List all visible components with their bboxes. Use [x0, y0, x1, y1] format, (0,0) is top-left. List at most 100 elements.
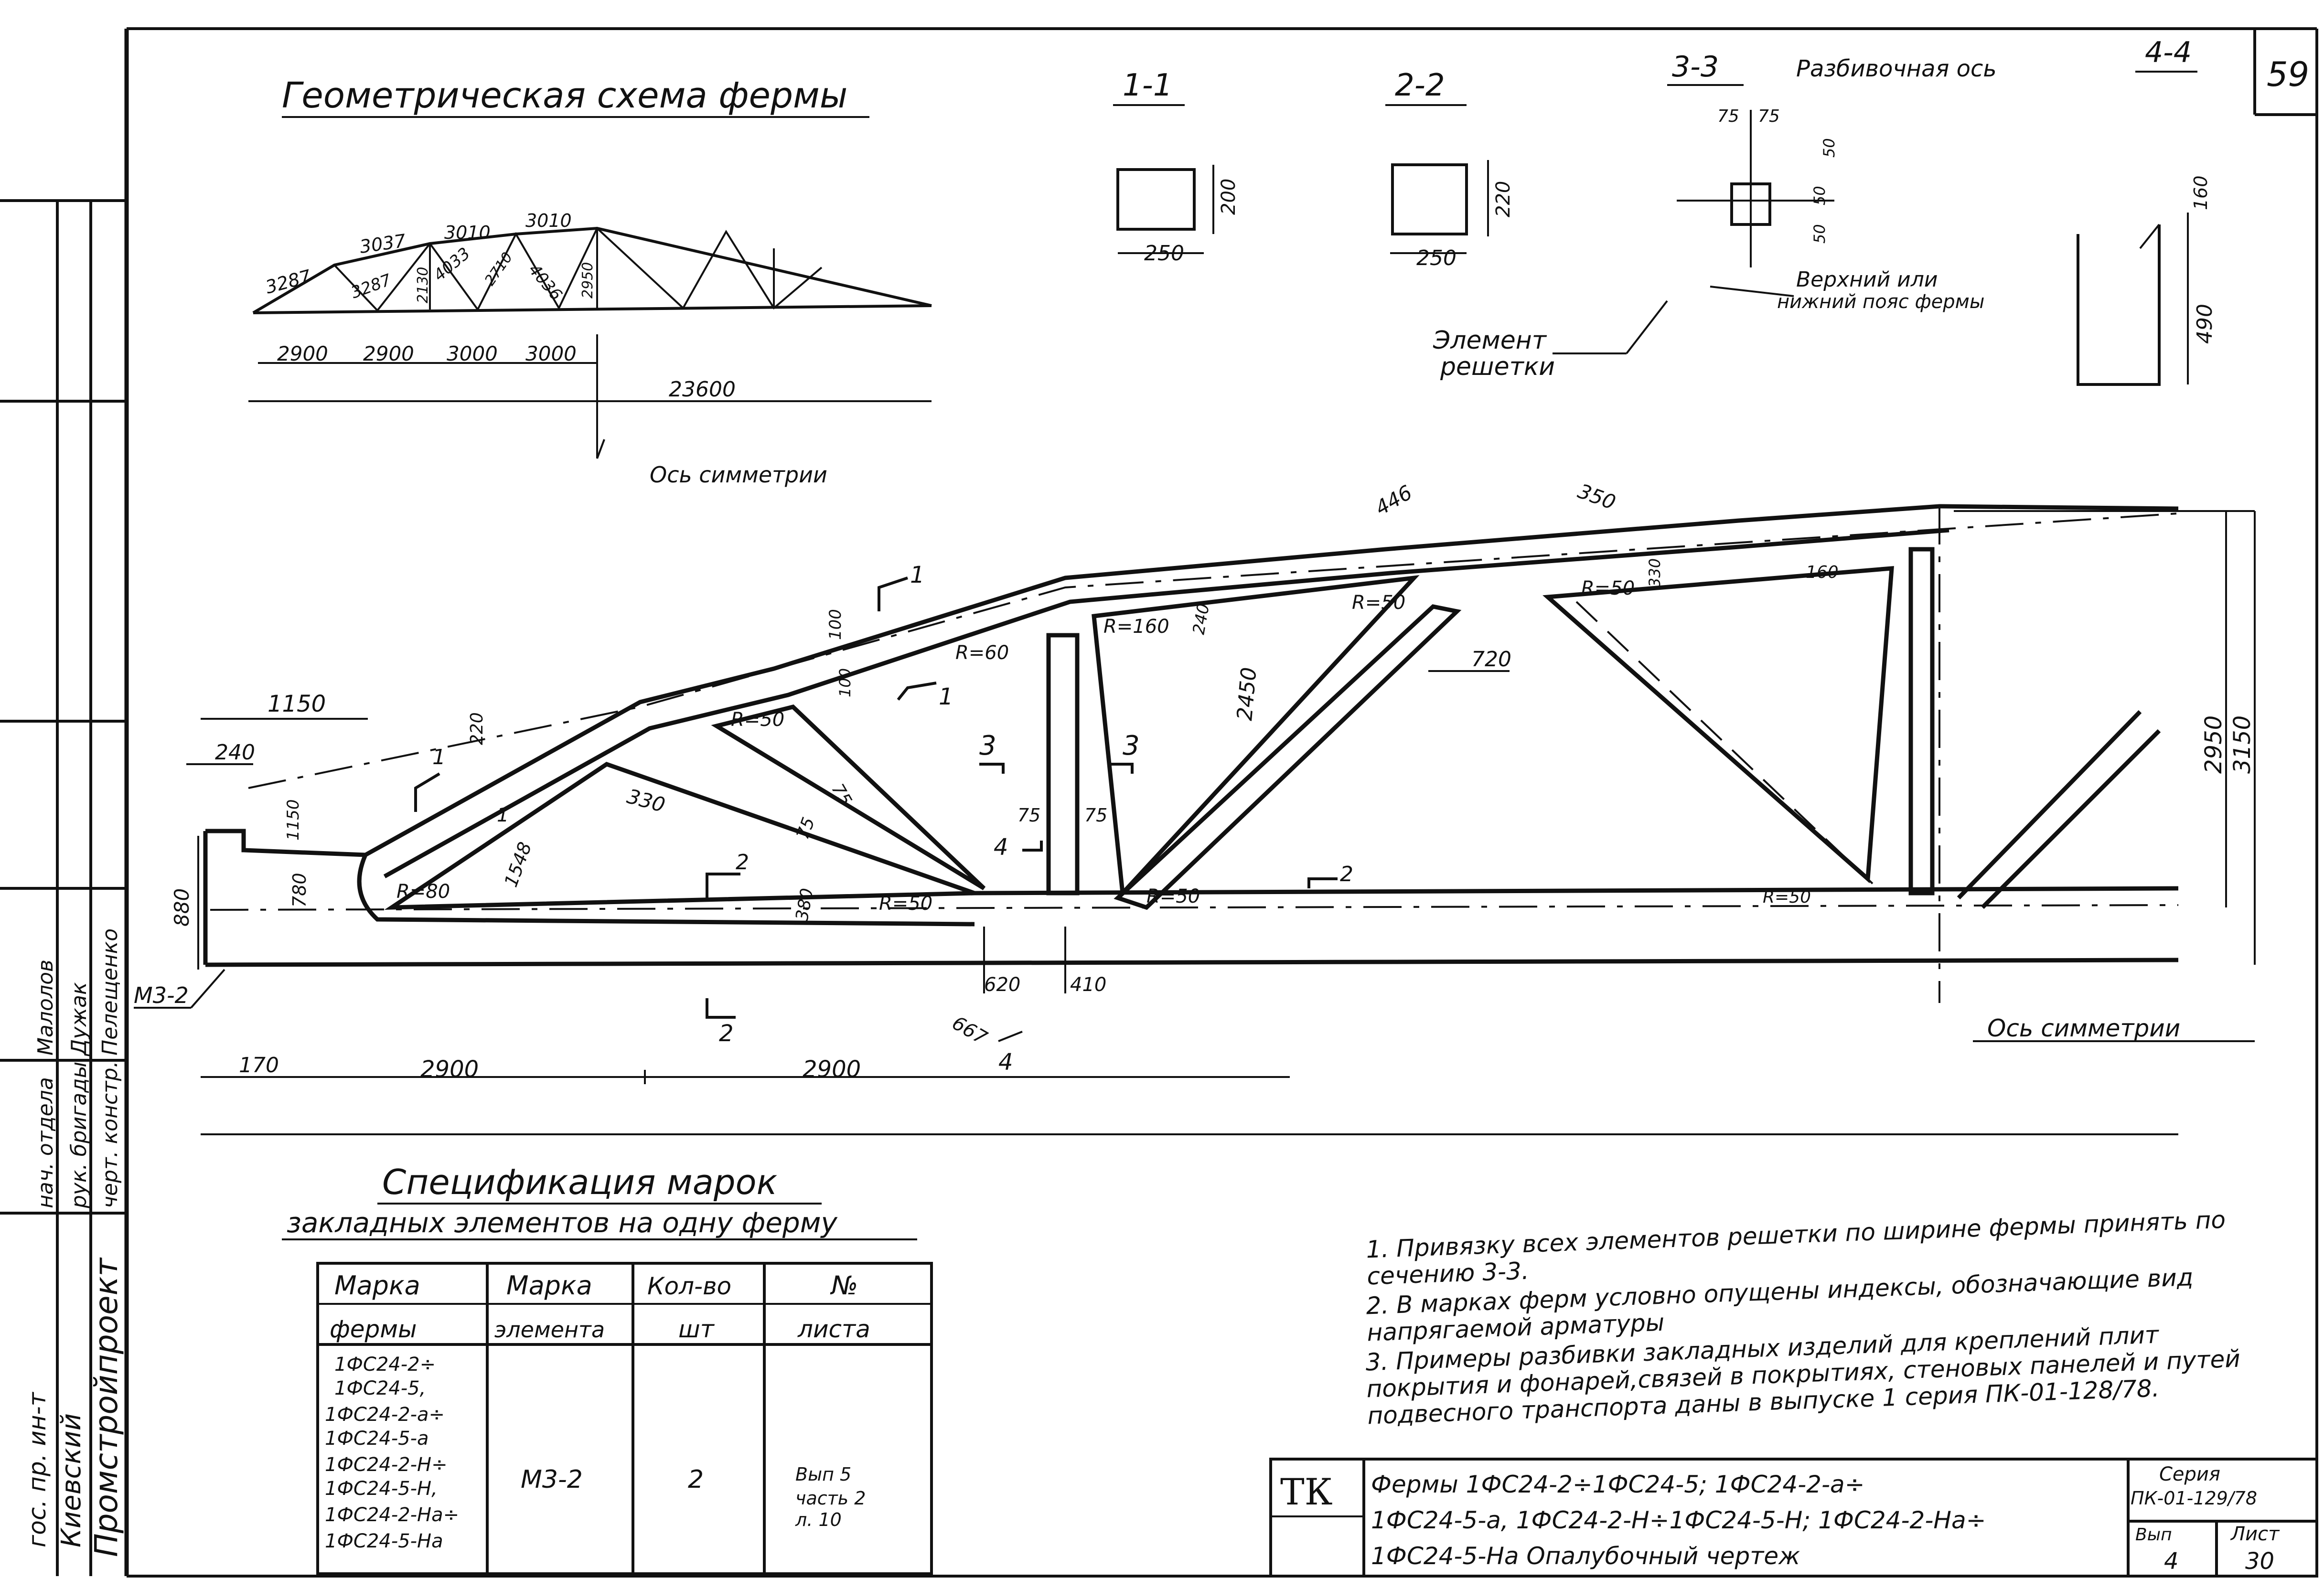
section-width: 250	[1416, 246, 1457, 270]
dim-160: 160	[1806, 563, 1839, 582]
geometry-scheme-title: Геометрическая схема фермы	[282, 75, 847, 116]
panel-dim: 3000	[525, 342, 577, 365]
spec-block: Спецификация марок закладных элементов н…	[282, 1162, 933, 1575]
section-mark: 3	[979, 730, 996, 761]
dim-2900-b: 2900	[803, 1056, 861, 1083]
member-label: 3037	[358, 230, 407, 257]
radius-label: R=50	[1146, 885, 1200, 907]
section-mark: 2	[1340, 862, 1353, 886]
dim-446: 446	[1371, 480, 1416, 520]
dim-75: 75	[1017, 805, 1040, 826]
radius-label: R=50	[1581, 577, 1635, 599]
dim-2900-a: 2900	[420, 1056, 479, 1083]
stamp-city: Киевский	[56, 1413, 87, 1547]
section-mark: 1	[910, 562, 925, 588]
spec-header: Марка	[506, 1270, 592, 1301]
drawing-frame	[0, 27, 2318, 1578]
dim-240-b: 240	[1189, 602, 1213, 636]
section-height: 200	[1218, 179, 1240, 215]
section-mark: 1	[497, 804, 509, 826]
dim-240: 240	[215, 740, 255, 765]
dim-2950: 2950	[2200, 715, 2227, 774]
section-dim: 50	[1810, 224, 1829, 244]
dim-75: 75	[1084, 805, 1107, 826]
quantity: 2	[688, 1465, 704, 1494]
span-dim: 23600	[669, 377, 736, 402]
title-line-1: Фермы 1ФС24-2÷1ФС24-5; 1ФС24-2-а÷	[1371, 1471, 1865, 1498]
truss-mark: 1ФС24-5-Н,	[325, 1478, 438, 1500]
sheet-ref: л. 10	[795, 1509, 842, 1530]
stamp-name-2: Дужак	[67, 982, 91, 1056]
series-label: Серия	[2159, 1463, 2220, 1485]
section-dim: 490	[2193, 304, 2217, 344]
section-mark: 4	[994, 834, 1008, 861]
radius-label: R=50	[731, 709, 784, 731]
section-note-2: нижний пояс фермы	[1777, 291, 1984, 313]
section-note-1: Верхний или	[1796, 267, 1938, 292]
section-mark: 4	[998, 1049, 1013, 1076]
section-mark: 1	[432, 745, 446, 769]
radius-label: R=80	[396, 881, 450, 903]
spec-header: шт	[678, 1315, 715, 1343]
title-line-2: 1ФС24-5-а, 1ФС24-2-Н÷1ФС24-5-Н; 1ФС24-2-…	[1371, 1506, 1986, 1534]
section-title: Разбивочная ось	[1796, 55, 1997, 82]
dim-880: 880	[170, 888, 193, 927]
geometry-scheme: Геометрическая схема фермы 3287 3037 301…	[248, 75, 932, 488]
dim-780: 780	[289, 873, 310, 907]
stamp-org: Промстройпроект	[88, 1257, 125, 1557]
sheet-ref: Вып 5	[795, 1464, 851, 1485]
sheet-label: Лист	[2230, 1523, 2280, 1545]
section-mark: 2	[736, 850, 749, 874]
panel-dim: 2900	[277, 342, 328, 365]
section-mark: 3	[1123, 730, 1140, 761]
section-2-2: 2-2 250 220	[1385, 68, 1514, 270]
member-label: 3010	[525, 210, 572, 231]
sheet-number: 59	[2267, 55, 2309, 94]
element-label-2: решетки	[1440, 352, 1555, 381]
issue-label: Вып	[2135, 1525, 2172, 1545]
symmetry-axis-label: Ось симметрии	[1987, 1014, 2180, 1042]
stamp-role-2: рук. бригады	[67, 1062, 91, 1209]
dim-75: 75	[827, 780, 855, 809]
member-label: 4033	[430, 244, 474, 285]
spec-header: элемента	[494, 1317, 605, 1343]
section-label: 1-1	[1123, 68, 1173, 103]
stamp-name-1: Пелещенко	[98, 928, 122, 1056]
stamp-name-3: Малолов	[33, 960, 58, 1056]
spec-title: Спецификация марок	[382, 1162, 777, 1202]
truss-mark: 1ФС24-5,	[334, 1377, 426, 1399]
truss-mark: 1ФС24-5-На	[325, 1530, 443, 1552]
dim-2450: 2450	[1232, 666, 1262, 722]
member-label: 4036	[525, 260, 566, 304]
section-dim: 160	[2190, 175, 2211, 210]
spec-header: Кол-во	[647, 1272, 731, 1300]
radius-label: R=50	[1352, 592, 1405, 614]
section-mark: 2	[719, 1020, 734, 1047]
dim-330: 330	[624, 784, 667, 817]
dim-170: 170	[239, 1053, 279, 1077]
dim-667: 667	[948, 1012, 991, 1049]
title-line-3: 1ФС24-5-На Опалубочный чертеж	[1371, 1542, 1800, 1570]
section-4-4: 4-4 160 490	[2077, 36, 2217, 386]
dim-330-b: 330	[1646, 558, 1664, 587]
spec-header: листа	[797, 1315, 870, 1343]
section-label: 2-2	[1395, 68, 1445, 103]
dim-620: 620	[984, 974, 1020, 996]
dim-3150: 3150	[2229, 715, 2256, 774]
embedded-mark-label: М3-2	[134, 982, 189, 1008]
truss-mark: 1ФС24-2÷	[334, 1354, 436, 1376]
dim-720: 720	[1471, 647, 1511, 672]
section-mark: 1	[939, 683, 953, 710]
truss-elevation: 1150 240 1150 880 780 220 330 1548 100 1…	[134, 479, 2256, 1135]
spec-header: Марка	[334, 1270, 420, 1301]
radius-label: R=60	[955, 642, 1009, 664]
section-dim: 50	[1820, 138, 1838, 158]
truss-mark: 1ФС24-5-а	[325, 1428, 429, 1450]
panel-dim: 3000	[447, 342, 498, 365]
truss-mark: 1ФС24-2-а÷	[325, 1404, 445, 1426]
member-label: 2130	[415, 267, 431, 303]
dim-1150: 1150	[268, 691, 326, 717]
dim-100-a: 100	[826, 609, 845, 640]
section-1-1: 1-1 250 200	[1113, 68, 1240, 266]
spec-subtitle: закладных элементов на одну ферму	[287, 1206, 837, 1239]
